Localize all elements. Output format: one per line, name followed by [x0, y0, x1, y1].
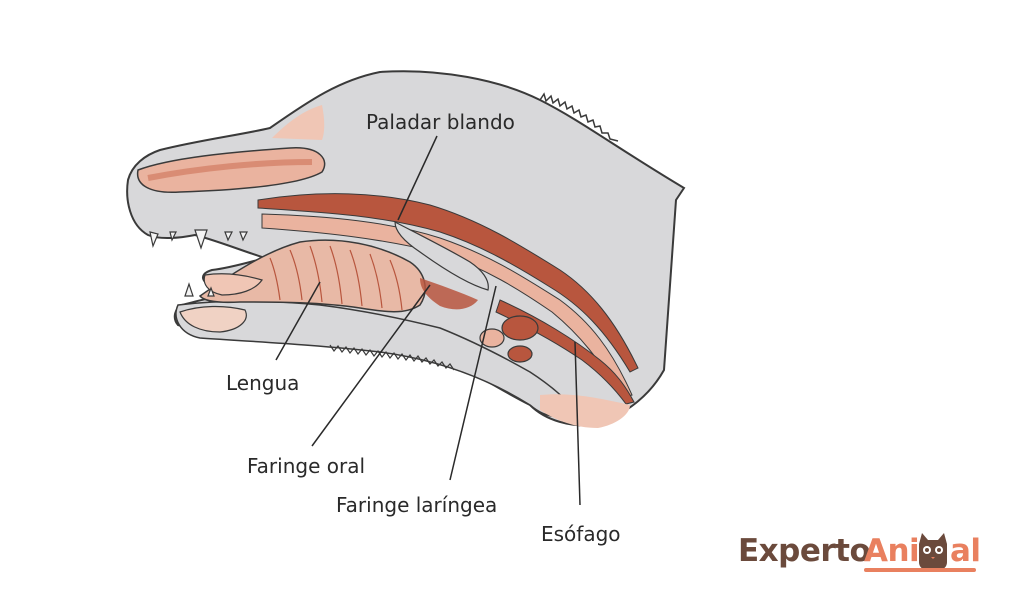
- label-lengua: Lengua: [226, 371, 300, 395]
- logo-text-ani: Ani: [864, 533, 920, 569]
- label-faringe-laringea: Faringe laríngea: [336, 493, 498, 517]
- leader-faringe-oral: [311, 284, 431, 447]
- logo-text-al: al: [950, 533, 981, 569]
- nasal-cavity: [136, 147, 326, 193]
- neck-fur: [539, 92, 619, 142]
- label-faringe-oral: Faringe oral: [247, 454, 366, 478]
- throat-patch: [540, 394, 630, 428]
- palate-band: [257, 193, 639, 373]
- leader-esofago: [574, 341, 581, 506]
- leader-paladar: [397, 135, 438, 221]
- cat-face-icon: [919, 533, 947, 571]
- larynx-cartilage-1: [501, 315, 539, 341]
- lower-lip: [179, 305, 247, 333]
- leader-lengua: [275, 281, 321, 361]
- leader-faringe-lar: [449, 285, 497, 481]
- brow-patch: [272, 105, 325, 140]
- nasal-turbinate: [147, 159, 313, 181]
- upper-lip-pad: [203, 273, 263, 296]
- teeth: [149, 229, 248, 297]
- chin-fur: [329, 344, 455, 371]
- logo-text-experto: Experto: [738, 533, 871, 569]
- tongue: [198, 239, 426, 313]
- soft-palate: [394, 221, 489, 291]
- logo-underline: [864, 568, 976, 572]
- laryngopharynx-patch: [420, 278, 478, 310]
- label-esofago: Esófago: [541, 522, 621, 546]
- larynx-cartilage-2: [507, 345, 533, 363]
- epiglottis: [479, 328, 505, 348]
- experto-animal-logo: Experto Ani al: [738, 530, 988, 580]
- tongue-muscle-lines: [269, 245, 403, 311]
- label-paladar-blando: Paladar blando: [366, 110, 515, 134]
